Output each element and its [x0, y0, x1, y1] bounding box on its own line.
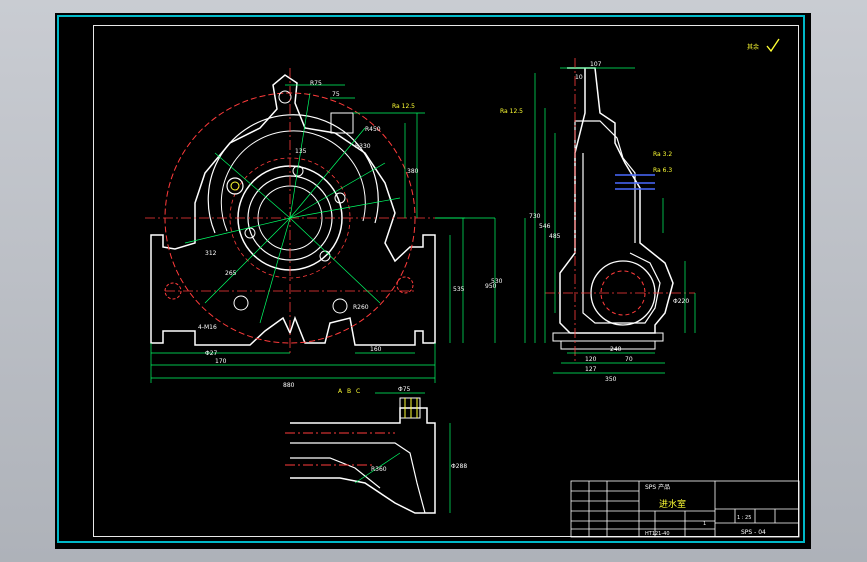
section-view: [285, 392, 451, 514]
section-label: B: [347, 388, 351, 395]
dim-label: 950: [485, 283, 497, 290]
drawing-sheet: 其余 Ra 12.5 Ra 12.5 Ra 3.2 Ra 6.3 75 R75 …: [55, 13, 811, 549]
dim-label: 170: [215, 358, 227, 365]
outer-frame: [57, 15, 805, 543]
roughness-label: Ra 12.5: [500, 108, 523, 115]
roughness-label: Ra 12.5: [392, 103, 415, 110]
dim-label: R330: [355, 143, 371, 150]
dim-label: 546: [539, 223, 551, 230]
roughness-label: Ra 6.3: [653, 167, 672, 174]
dim-label: 312: [205, 250, 217, 257]
section-label: C: [356, 388, 360, 395]
project-name: SPS 产品: [645, 483, 670, 491]
dim-label: 135: [295, 148, 307, 155]
dim-label: 380: [407, 168, 419, 175]
dim-label: Φ288: [451, 463, 467, 470]
title-block: [570, 480, 800, 538]
dim-label: 127: [585, 366, 597, 373]
dim-label: 10: [575, 74, 583, 81]
front-view: [145, 68, 465, 383]
dim-label: Φ220: [673, 298, 689, 305]
dim-label: 120: [585, 356, 597, 363]
dim-label: 530: [491, 278, 503, 285]
roughness-note: 其余: [747, 43, 759, 51]
dim-label: 485: [549, 233, 561, 240]
inner-frame: [93, 25, 799, 537]
dim-label: R450: [365, 126, 381, 133]
side-view: [435, 58, 696, 374]
dim-label: 75: [332, 91, 340, 98]
drawing-number: SPS - 04: [741, 529, 766, 536]
dim-label: Φ27: [205, 350, 218, 357]
dim-label: R75: [310, 80, 322, 87]
dim-label: 880: [283, 382, 295, 389]
material: HT121-40: [645, 531, 670, 537]
dim-label: R260: [353, 304, 369, 311]
dim-label: 70: [625, 356, 633, 363]
dim-label: 160: [370, 346, 382, 353]
scale: 1 : 25: [737, 515, 751, 521]
dim-label: 107: [590, 61, 602, 68]
dim-label: 265: [225, 270, 237, 277]
section-label: A: [338, 388, 343, 395]
dim-label: R360: [371, 466, 387, 473]
check-mark-icon: [766, 38, 780, 53]
dim-label: 535: [453, 286, 465, 293]
dim-label: 730: [529, 213, 541, 220]
dim-label: Φ75: [398, 386, 411, 393]
part-name: 进水室: [659, 498, 686, 510]
cad-drawing: 其余 Ra 12.5 Ra 12.5 Ra 3.2 Ra 6.3 75 R75 …: [145, 38, 800, 538]
roughness-label: Ra 3.2: [653, 151, 672, 158]
dim-label: 350: [605, 376, 617, 383]
quantity: 1: [703, 521, 706, 527]
dim-label: 4-M16: [198, 324, 217, 331]
dim-label: 240: [610, 346, 622, 353]
